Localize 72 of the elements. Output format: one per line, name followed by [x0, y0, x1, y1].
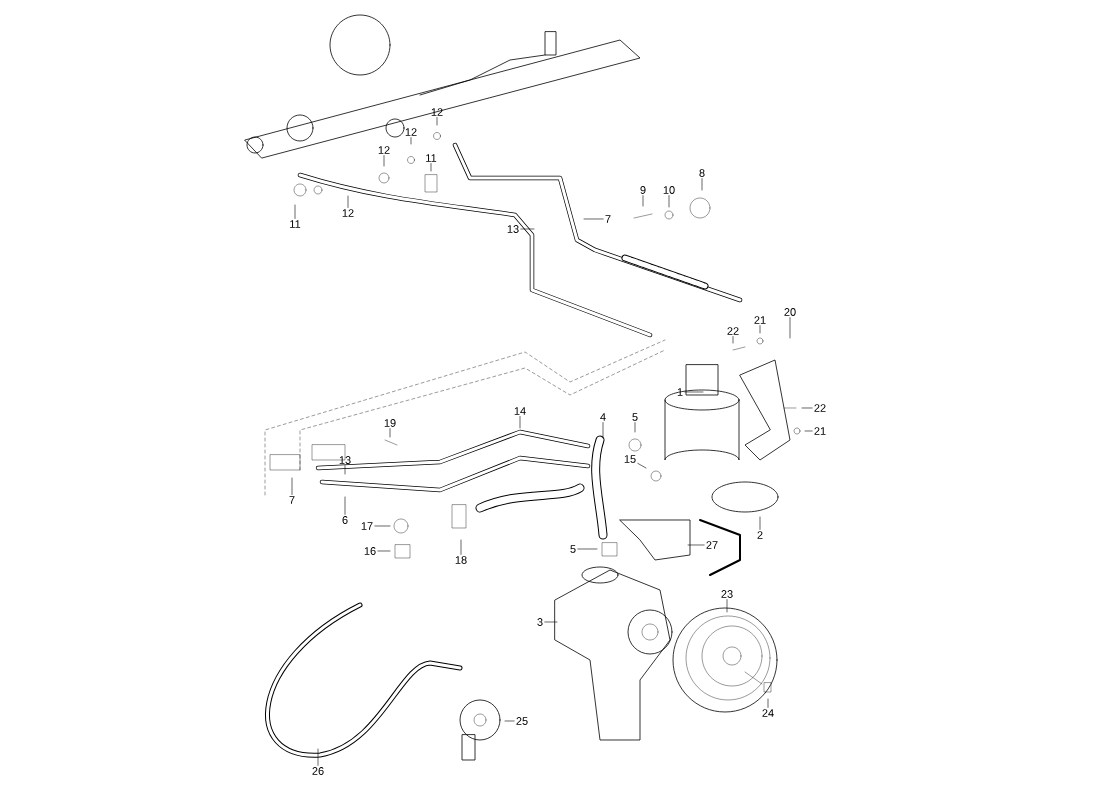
- leader-line: [577, 548, 598, 550]
- callout-number: 11: [290, 220, 301, 228]
- callout-number: 4: [600, 413, 606, 421]
- callout-number: 21: [754, 316, 766, 324]
- callout-number: 26: [312, 767, 324, 775]
- leader-line: [684, 391, 704, 393]
- leader-line: [602, 422, 604, 439]
- callout-number: 19: [384, 419, 396, 427]
- callout-number: 10: [663, 186, 675, 194]
- leader-line: [726, 599, 728, 613]
- callout-number: 14: [514, 407, 526, 415]
- callout-number: 3: [537, 618, 543, 626]
- leader-line: [801, 407, 813, 409]
- callout-number: 23: [721, 590, 733, 598]
- leader-line: [789, 317, 791, 339]
- leader-line: [732, 336, 734, 344]
- leader-line: [410, 137, 412, 145]
- leader-line: [344, 465, 346, 475]
- callout-number: 20: [784, 308, 796, 316]
- callout-number: 2: [757, 531, 763, 539]
- leader-line: [347, 195, 349, 208]
- callout-number: 27: [706, 541, 718, 549]
- callout-number: 22: [727, 327, 739, 335]
- leader-line: [430, 163, 432, 172]
- leader-line: [519, 416, 521, 429]
- callout-number: 22: [814, 404, 826, 412]
- callout-number: 7: [289, 496, 295, 504]
- callout-number: 25: [516, 717, 528, 725]
- leader-line: [668, 195, 670, 208]
- leader-line: [377, 550, 391, 552]
- leader-line: [317, 748, 319, 766]
- leader-line: [389, 428, 391, 438]
- callout-number: 16: [364, 547, 376, 555]
- leader-line: [294, 204, 296, 219]
- leader-line: [637, 463, 647, 469]
- callout-number: 13: [507, 225, 519, 233]
- leader-line: [520, 228, 535, 230]
- callout-number: 12: [342, 209, 354, 217]
- callout-number: 12: [431, 108, 443, 116]
- callout-number: 12: [378, 146, 390, 154]
- leader-line: [642, 195, 644, 207]
- callout-number: 1: [677, 388, 683, 396]
- leader-line: [504, 720, 515, 722]
- callout-number: 7: [605, 215, 611, 223]
- callout-number: 6: [342, 516, 348, 524]
- callout-number: 18: [455, 556, 467, 564]
- leader-line: [291, 477, 293, 495]
- callout-number: 17: [361, 522, 373, 530]
- callout-number: 24: [762, 709, 774, 717]
- leader-line: [767, 698, 769, 708]
- callout-number: 5: [570, 545, 576, 553]
- callout-number: 5: [632, 413, 638, 421]
- leader-line: [759, 325, 761, 334]
- callout-number: 12: [405, 128, 417, 136]
- leader-line: [634, 422, 636, 433]
- leader-line: [687, 544, 705, 546]
- leader-line: [583, 218, 604, 220]
- leader-line: [759, 516, 761, 530]
- leader-line: [383, 155, 385, 167]
- callout-number: 13: [339, 456, 351, 464]
- leader-line: [344, 496, 346, 515]
- leader-line: [544, 621, 558, 623]
- callout-number: 9: [640, 186, 646, 194]
- callout-number: 15: [624, 455, 636, 463]
- leader-line: [701, 178, 703, 191]
- leader-line: [436, 117, 438, 126]
- callout-number: 8: [699, 169, 705, 177]
- callout-number: 21: [814, 427, 826, 435]
- leader-line: [460, 539, 462, 555]
- leader-line: [804, 430, 813, 432]
- callout-number: 11: [426, 154, 437, 162]
- leader-line: [374, 525, 391, 527]
